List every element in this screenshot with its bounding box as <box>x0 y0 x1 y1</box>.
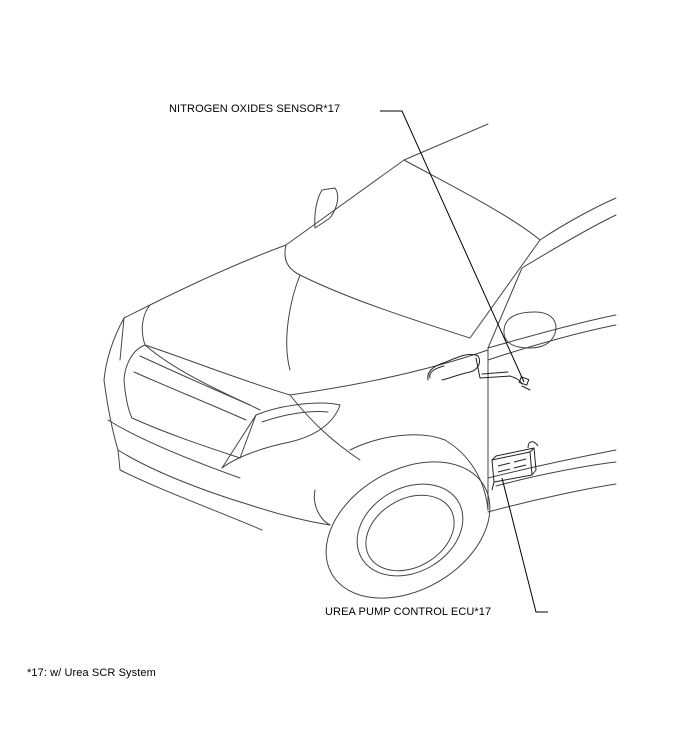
nox-sensor-leader-line <box>380 110 525 383</box>
leader-lines <box>380 110 548 613</box>
ecu-leader-line <box>501 477 548 613</box>
nitrogen-oxides-sensor-label: NITROGEN OXIDES SENSOR*17 <box>169 103 341 115</box>
urea-pump-control-ecu-icon <box>491 441 539 491</box>
nitrogen-oxides-sensor-icon <box>427 353 531 391</box>
vehicle-outline <box>103 123 617 599</box>
urea-pump-control-ecu-label: UREA PUMP CONTROL ECU*17 <box>325 606 492 618</box>
footnote: *17: w/ Urea SCR System <box>27 667 156 679</box>
